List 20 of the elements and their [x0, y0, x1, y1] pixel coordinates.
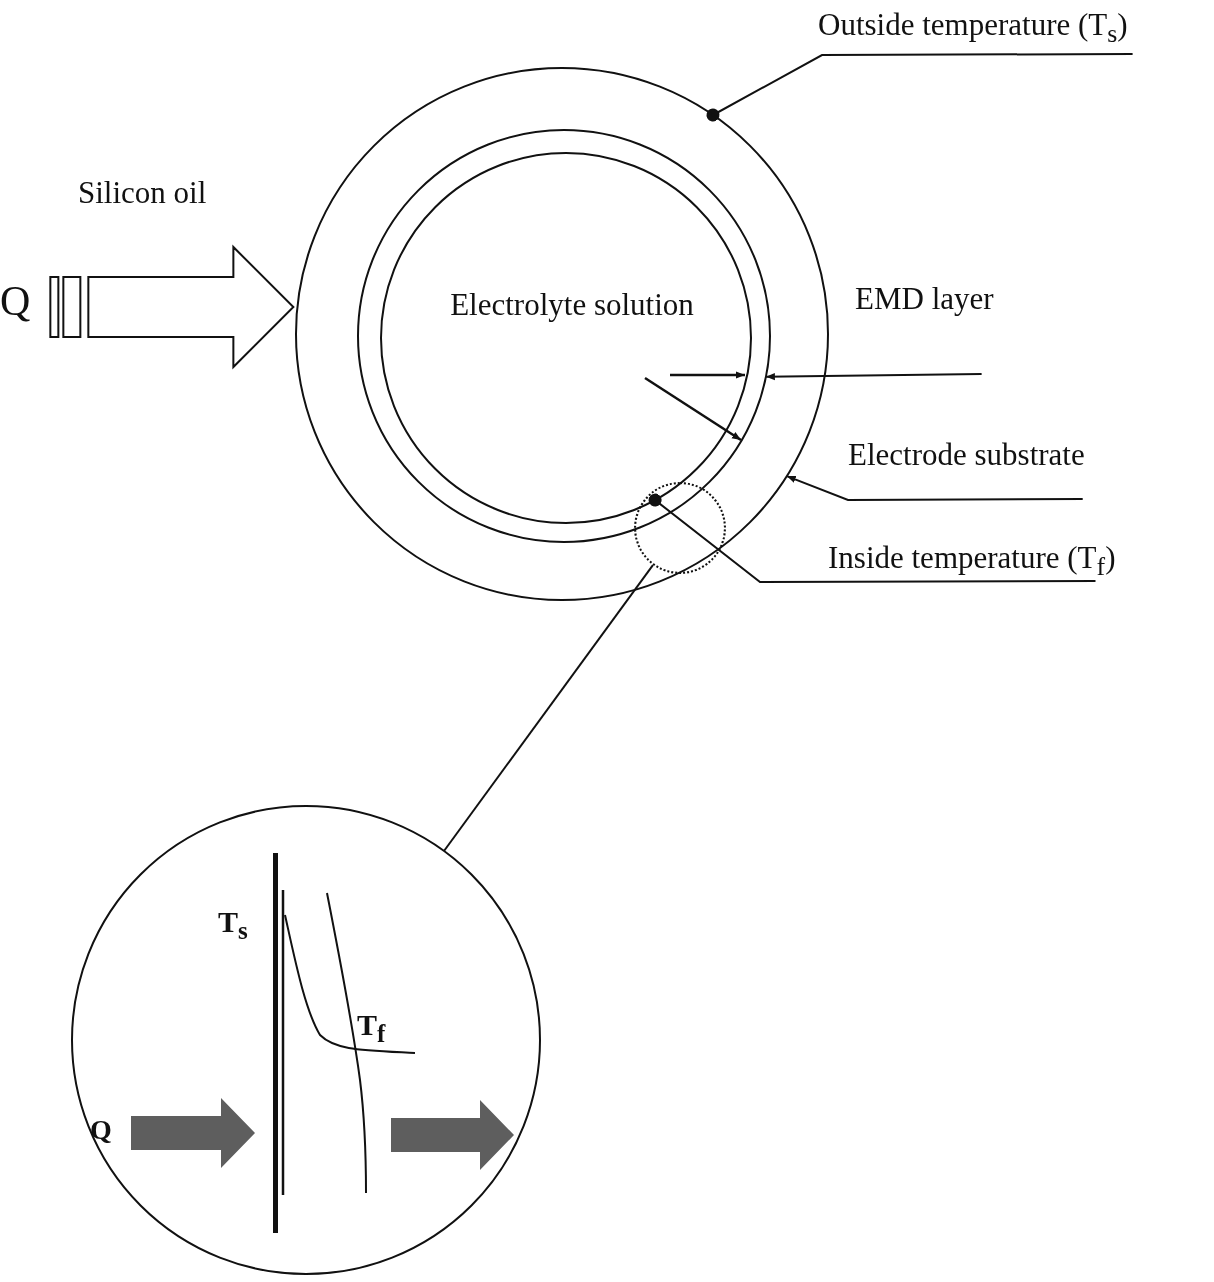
heat-flux-label: Q	[0, 278, 31, 325]
heat-flux-symbol: Q	[90, 1115, 112, 1146]
leader-line	[706, 53, 1134, 122]
leader-label: Outside temperature (T$_{s}$)	[818, 8, 1128, 55]
temperature-symbol: T$_{s}$	[218, 905, 248, 945]
leader-line	[648, 493, 1097, 583]
inner-circle	[380, 152, 752, 524]
leader-label: EMD layer	[855, 282, 994, 375]
leader-arrow	[785, 475, 1084, 501]
middle-circle	[357, 129, 771, 543]
outer-circle	[295, 67, 829, 601]
leader-arrow	[764, 373, 983, 381]
block-arrow	[49, 244, 295, 370]
medium-label: Silicon oil	[78, 176, 207, 211]
temperature-symbol: T$_{f}$	[357, 1008, 386, 1048]
leader-label: Electrode substrate	[848, 438, 1085, 500]
magnified-view-circle	[71, 805, 541, 1275]
leader-line	[443, 564, 654, 852]
leader-label: Inside temperature (T$_{f}$)	[828, 541, 1116, 582]
region-label: Electrolyte solution	[450, 288, 694, 323]
